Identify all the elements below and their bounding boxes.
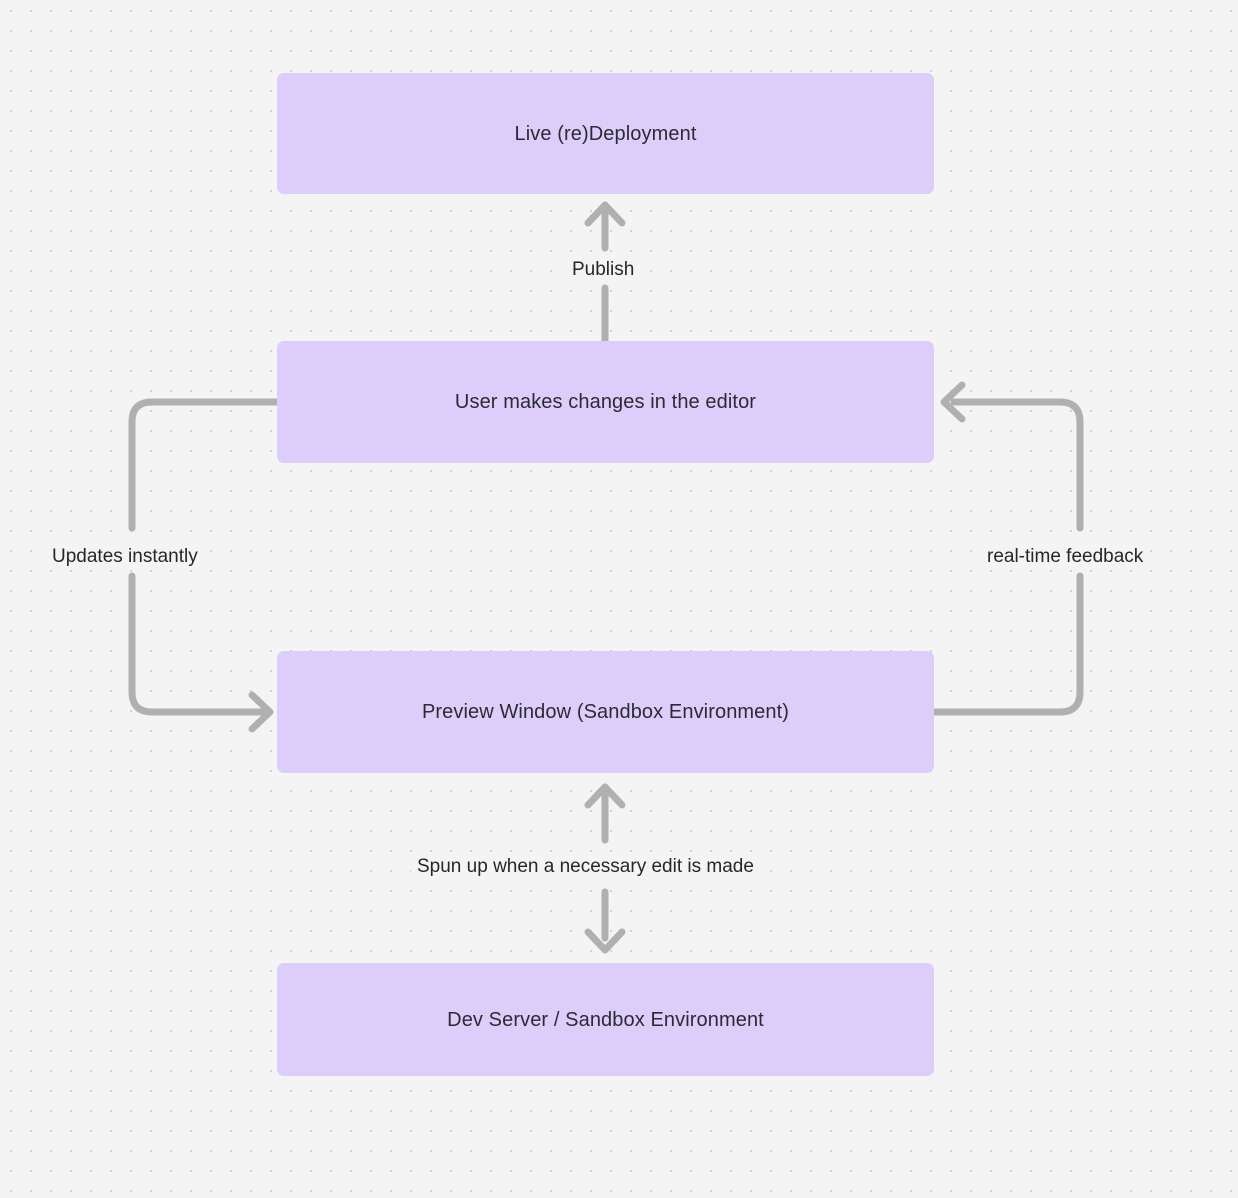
node-user-makes-changes-label: User makes changes in the editor [454,391,757,413]
node-user-makes-changes[interactable]: User makes changes in the editor [277,341,934,463]
node-dev-server-label: Dev Server / Sandbox Environment [447,1008,764,1031]
edge-spun-up-arrowhead-up [584,783,626,809]
edge-updates-upper-segment [128,398,281,532]
edge-label-updates-instantly: Updates instantly [46,544,204,570]
edge-label-publish: Publish [566,257,641,283]
edge-label-real-time-feedback: real-time feedback [981,544,1150,570]
node-preview-window-label: Preview Window (Sandbox Environment) [421,701,790,723]
node-dev-server[interactable]: Dev Server / Sandbox Environment [277,963,934,1076]
edge-publish-arrowhead-up [584,201,626,227]
edge-label-spun-up: Spun up when a necessary edit is made [411,854,760,880]
edge-spun-up-arrowhead-down [584,928,626,954]
edge-updates-lower-segment [128,572,266,716]
edge-feedback-arrowhead-left [940,381,966,423]
node-live-deployment-label: Live (re)Deployment [514,122,697,145]
edge-feedback-upper-segment [950,398,1084,532]
edge-feedback-lower-segment [930,572,1084,716]
node-live-deployment[interactable]: Live (re)Deployment [277,73,934,194]
node-preview-window[interactable]: Preview Window (Sandbox Environment) [277,651,934,773]
edge-updates-arrowhead-right [248,691,274,733]
